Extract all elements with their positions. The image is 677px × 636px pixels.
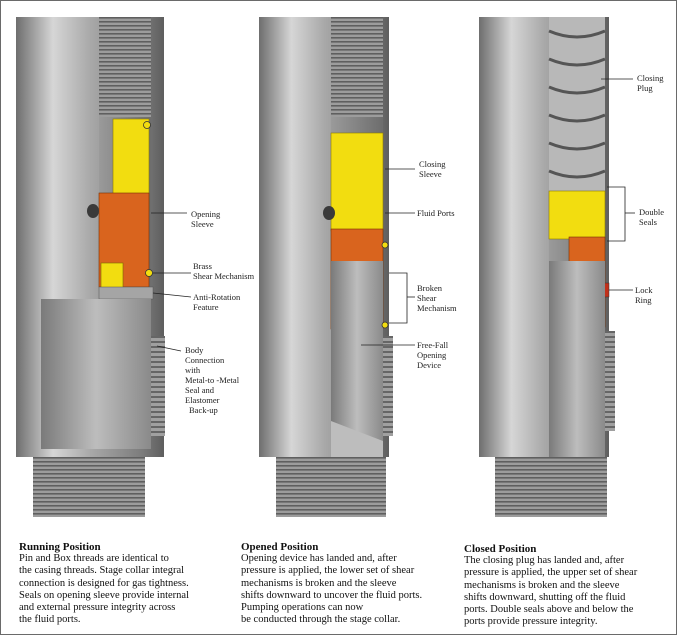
caption-line: ports provide pressure integrity. xyxy=(464,616,598,628)
label-opening-sleeve-2: Sleeve xyxy=(191,219,214,229)
caption-line: Seals on opening sleeve provide internal xyxy=(19,589,189,601)
pin-threads xyxy=(276,457,386,517)
caption-line: and external pressure integrity across xyxy=(19,602,176,614)
label-body-6: Elastomer xyxy=(185,395,220,405)
lower-bore xyxy=(549,261,605,457)
sleeve-yellow xyxy=(548,190,606,240)
label-body-4: Metal-to -Metal xyxy=(185,375,240,385)
caption-line: the fluid ports. xyxy=(19,614,81,626)
label-brass-1: Brass xyxy=(193,261,212,271)
label-double-seals-2: Seals xyxy=(639,217,657,227)
label-free-fall-2: Opening xyxy=(417,350,447,360)
caption-line: mechanisms is broken and the sleeve xyxy=(241,577,397,589)
label-body-5: Seal and xyxy=(185,385,215,395)
caption-title: Closed Position xyxy=(464,543,537,555)
caption-line: the casing threads. Stage collar integra… xyxy=(19,565,185,577)
box-threads xyxy=(383,336,393,436)
top-shear-pin xyxy=(143,121,151,129)
closing-plug xyxy=(549,17,605,197)
caption-line: ports. Double seals above and below the xyxy=(464,604,634,616)
caption-line: connection is designed for gas tightness… xyxy=(19,577,189,589)
caption-title: Running Position xyxy=(19,541,101,553)
fluid-port xyxy=(87,204,99,218)
label-double-seals-1: Double xyxy=(639,207,664,217)
caption-line: mechanisms is broken and the sleeve xyxy=(464,579,620,591)
lower-bore xyxy=(41,299,151,449)
anti-rotation xyxy=(98,286,154,300)
label-broken-1: Broken xyxy=(417,283,443,293)
caption-title: Opened Position xyxy=(241,541,319,553)
caption-closed: Closed Position The closing plug has lan… xyxy=(464,543,672,628)
caption-running: Running Position Pin and Box threads are… xyxy=(19,541,229,626)
label-fluid-ports: Fluid Ports xyxy=(417,208,455,218)
caption-line: Pumping operations can now xyxy=(241,602,364,614)
svg-text:Body Connection wi: Body Connection with Metal-to -Metal Sea… xyxy=(185,345,241,415)
label-anti-rot-1: Anti-Rotation xyxy=(193,292,241,302)
label-anti-rot-2: Feature xyxy=(193,302,219,312)
upper-threads xyxy=(99,17,151,117)
caption-line: be conducted through the stage collar. xyxy=(241,614,401,626)
label-body-2: Connection xyxy=(185,355,225,365)
caption-line: pressure is applied, the lower set of sh… xyxy=(241,565,415,577)
label-free-fall-1: Free-Fall xyxy=(417,340,449,350)
label-broken-2: Shear xyxy=(417,293,437,303)
label-body-3: with xyxy=(185,365,201,375)
label-closing-plug-2: Plug xyxy=(637,83,653,93)
caption-line: Pin and Box threads are identical to xyxy=(19,553,169,565)
label-body-7: Back-up xyxy=(189,405,218,415)
label-body-1: Body xyxy=(185,345,204,355)
broken-pin-1 xyxy=(381,241,389,249)
pin-threads xyxy=(495,457,607,517)
label-closing-sleeve-2: Sleeve xyxy=(419,169,442,179)
caption-line: shifts downward to uncover the fluid por… xyxy=(241,589,423,601)
plug-fins xyxy=(548,29,606,179)
caption-line: Opening device has landed and, after xyxy=(241,553,397,565)
pin-threads xyxy=(33,457,145,517)
svg-text:Fluid Ports: Fluid Ports xyxy=(417,208,455,218)
caption-line: pressure is applied, the upper set of sh… xyxy=(464,567,638,579)
label-closing-sleeve-1: Closing xyxy=(419,159,446,169)
caption-opened: Opened Position Opening device has lande… xyxy=(241,541,451,626)
label-closing-plug-1: Closing xyxy=(637,73,664,83)
closing-sleeve-yellow xyxy=(330,132,384,232)
label-free-fall-3: Device xyxy=(417,360,441,370)
box-threads xyxy=(605,331,615,431)
brass-shear-pin xyxy=(145,269,153,277)
label-broken-3: Mechanism xyxy=(417,303,457,313)
brass-shear xyxy=(100,262,124,290)
label-brass-2: Shear Mechanism xyxy=(193,271,255,281)
label-lock-ring-2: Ring xyxy=(635,295,652,305)
upper-threads xyxy=(331,17,383,117)
box-threads xyxy=(151,336,165,436)
label-opening-sleeve-1: Opening xyxy=(191,209,221,219)
label-lock-ring-1: Lock xyxy=(635,285,653,295)
caption-line: The closing plug has landed and, after xyxy=(464,555,625,567)
fluid-port xyxy=(323,206,335,220)
caption-line: shifts downward, shutting off the fluid xyxy=(464,591,626,603)
broken-pin-2 xyxy=(381,321,389,329)
